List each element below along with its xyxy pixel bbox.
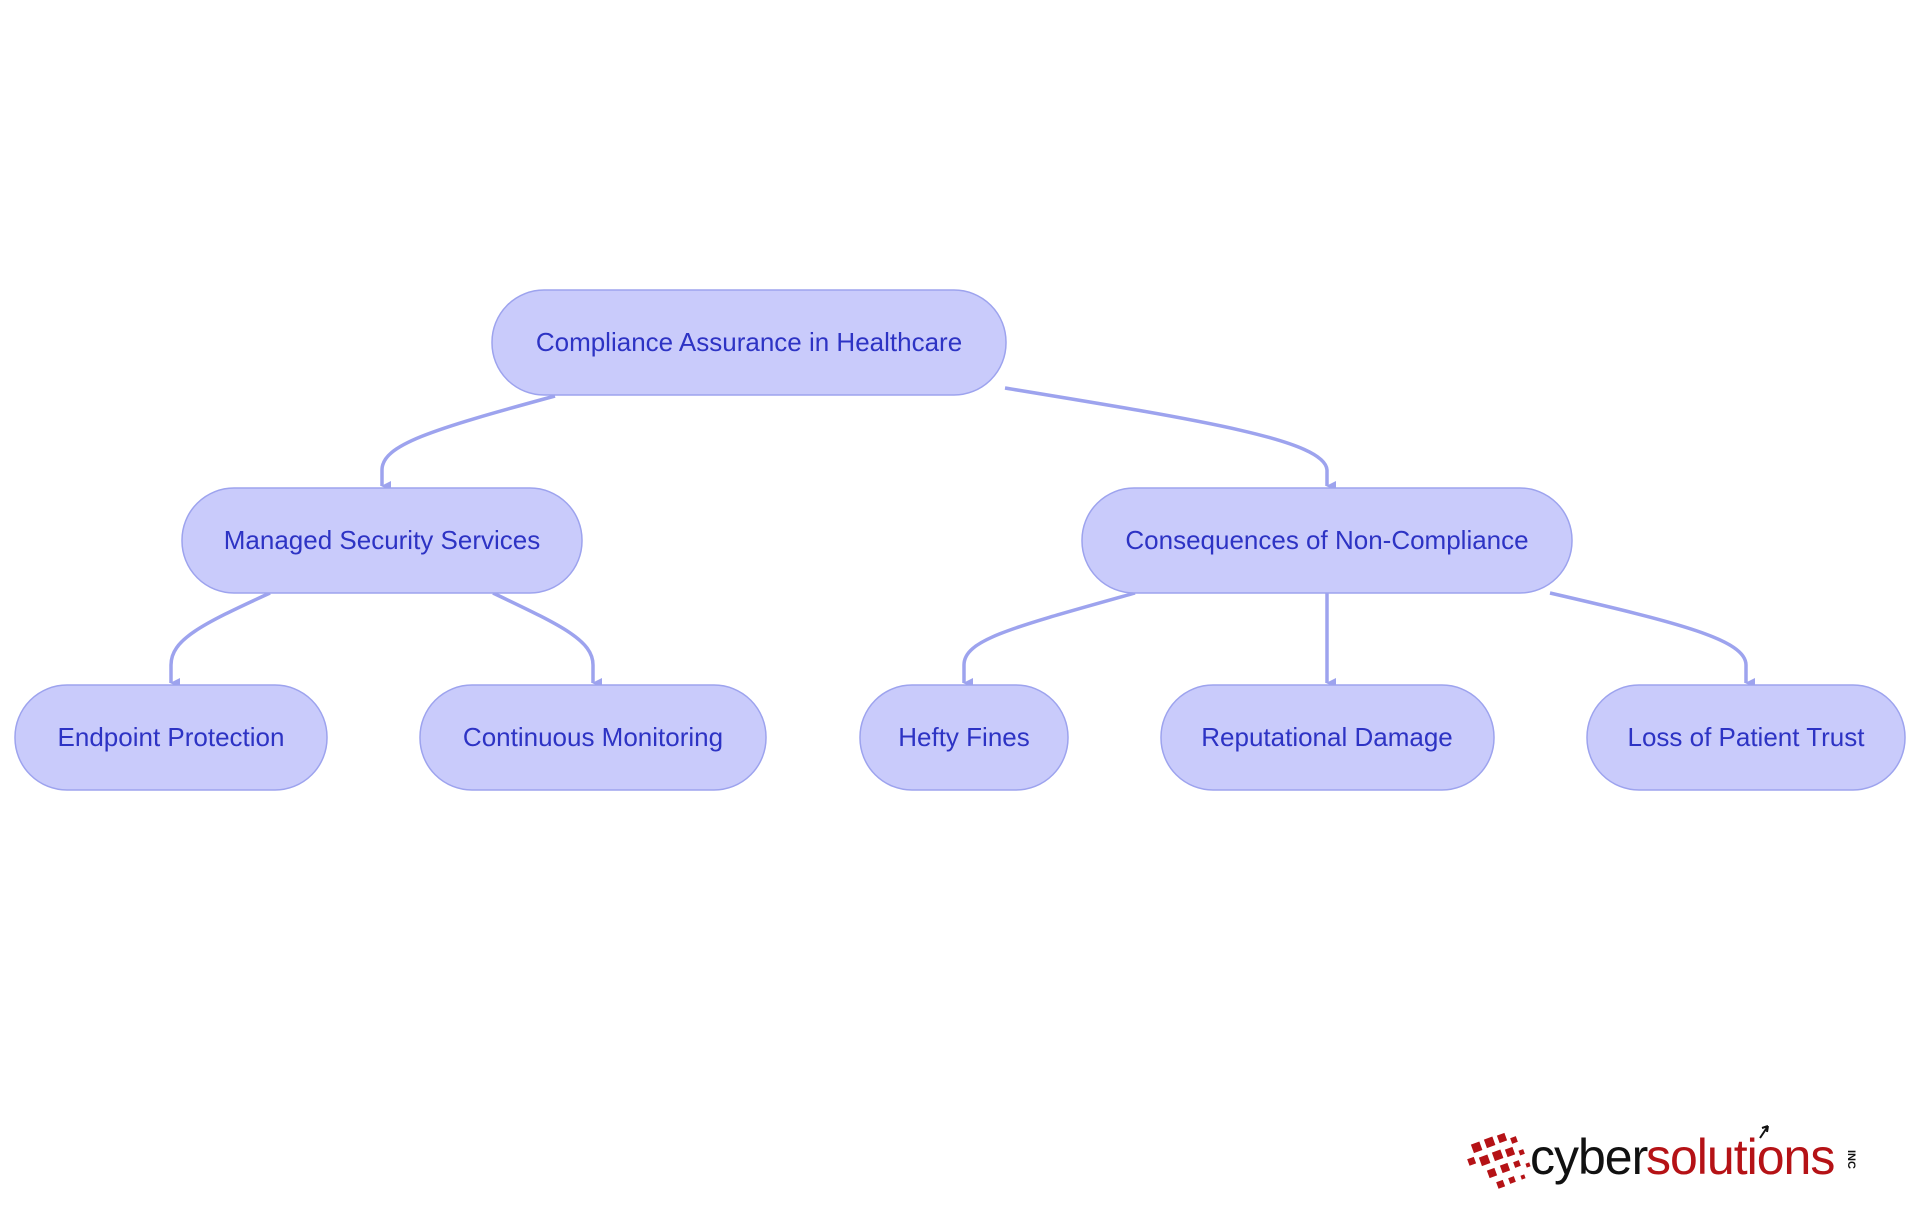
node-reputational-damage: Reputational Damage — [1160, 684, 1495, 791]
edge-managed-to-endpoint — [169, 591, 271, 688]
node-label: Hefty Fines — [898, 722, 1030, 752]
node-compliance-assurance: Compliance Assurance in Healthcare — [491, 289, 1007, 396]
edge-consequences-to-trust — [1549, 591, 1755, 688]
node-label: Reputational Damage — [1201, 722, 1453, 752]
edge-managed-to-monitoring — [492, 591, 602, 688]
node-endpoint-protection: Endpoint Protection — [14, 684, 328, 791]
node-label: Loss of Patient Trust — [1627, 722, 1865, 752]
node-label: Consequences of Non-Compliance — [1125, 525, 1528, 555]
nodes: Compliance Assurance in Healthcare Manag… — [14, 289, 1906, 791]
node-label: Managed Security Services — [224, 525, 540, 555]
node-continuous-monitoring: Continuous Monitoring — [419, 684, 767, 791]
node-managed-security-services: Managed Security Services — [181, 487, 583, 594]
edge-root-to-managed — [380, 394, 556, 491]
logo-cyber-text: cyber — [1530, 1129, 1648, 1185]
node-hefty-fines: Hefty Fines — [859, 684, 1069, 791]
node-consequences-of-non-compliance: Consequences of Non-Compliance — [1081, 487, 1573, 594]
logo-pixel-mark-icon — [1467, 1132, 1531, 1189]
logo-arrow-icon — [1759, 1125, 1769, 1139]
logo-solutions-text: solutions — [1646, 1129, 1834, 1185]
cybersolutions-logo: cyber solutions INC — [1467, 1125, 1857, 1189]
edge-root-to-consequences — [1004, 386, 1336, 491]
logo-inc-text: INC — [1845, 1150, 1857, 1169]
node-label: Compliance Assurance in Healthcare — [536, 327, 962, 357]
node-label: Continuous Monitoring — [463, 722, 723, 752]
node-loss-of-patient-trust: Loss of Patient Trust — [1586, 684, 1906, 791]
node-label: Endpoint Protection — [58, 722, 285, 752]
edge-consequences-to-fines — [962, 591, 1136, 688]
edges — [169, 386, 1755, 688]
